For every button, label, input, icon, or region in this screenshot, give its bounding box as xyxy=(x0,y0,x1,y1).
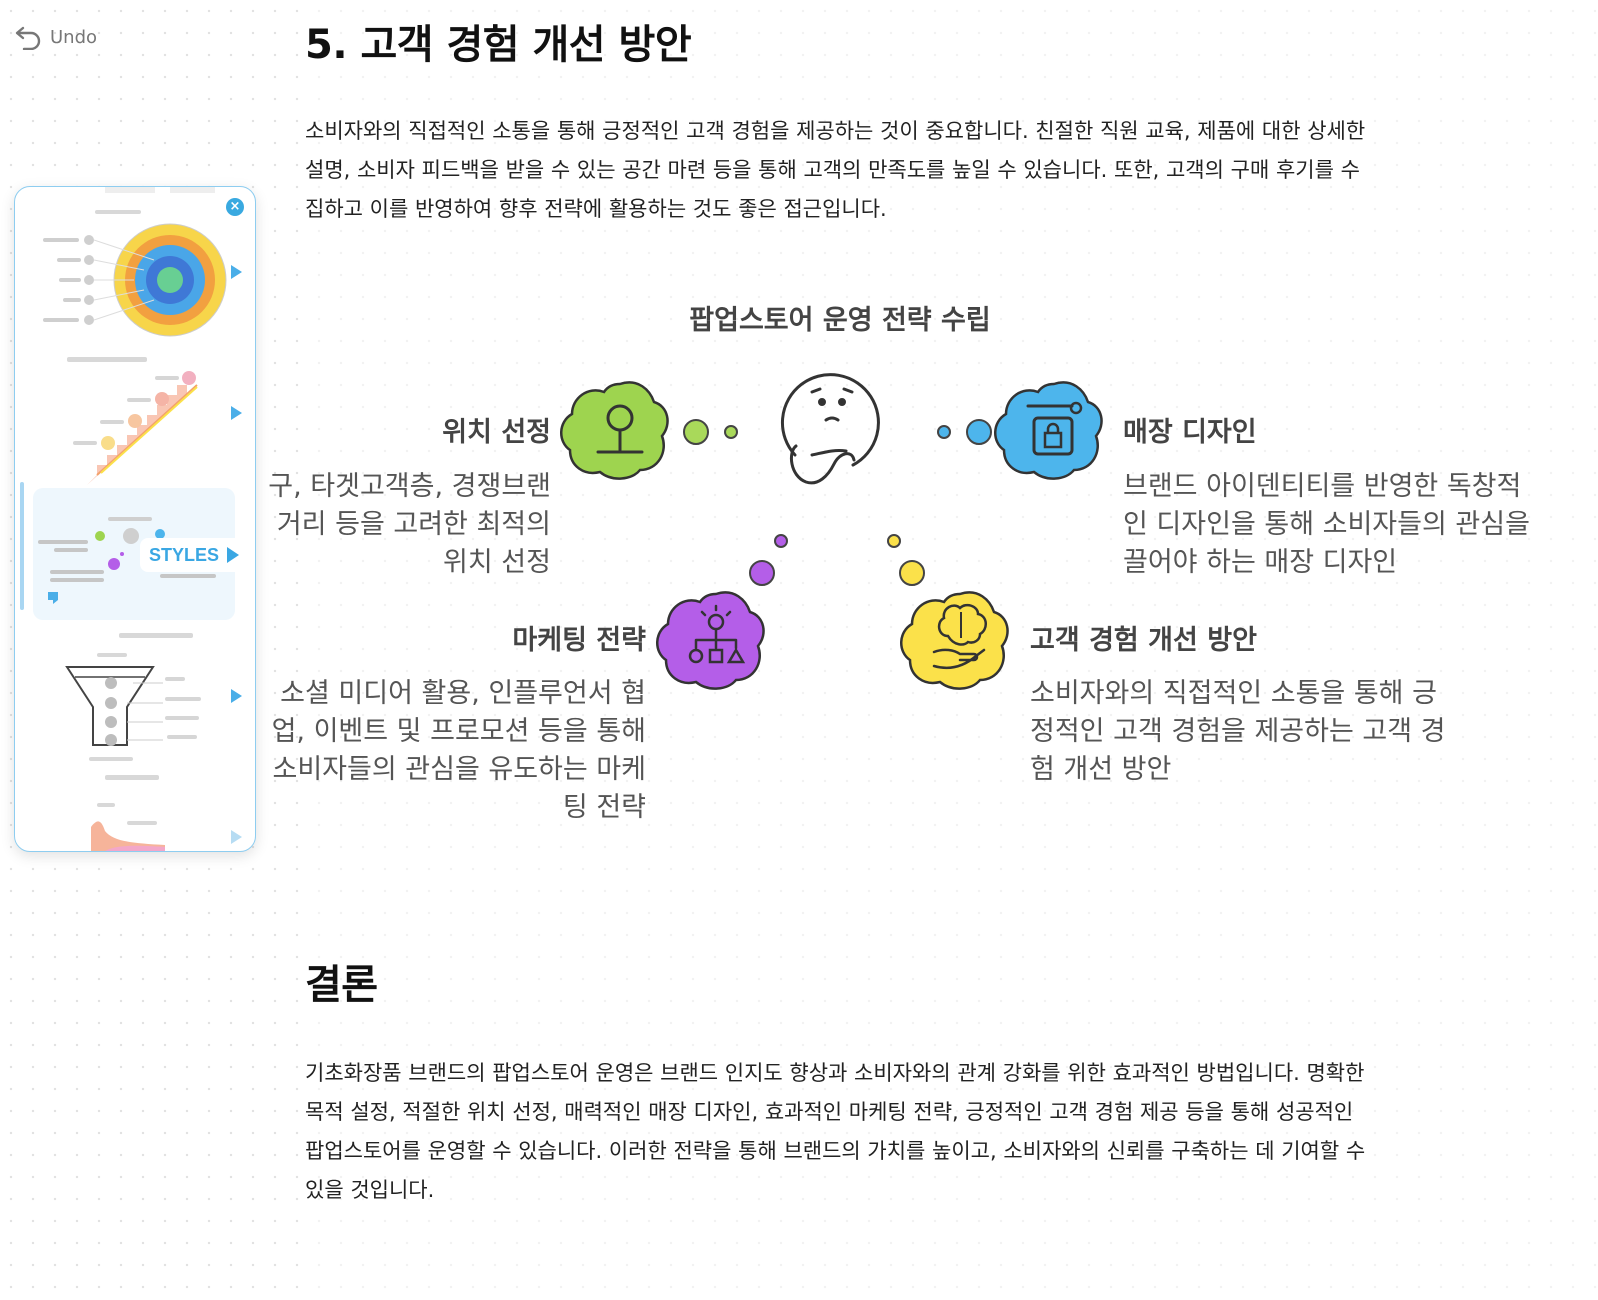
bubble-green-large xyxy=(683,419,709,445)
styles-label: STYLES xyxy=(148,544,219,565)
node-desc-store-design: 브랜드 아이덴티티를 반영한 독창적인 디자인을 통해 소비자들의 관심을 끌어… xyxy=(1123,471,1530,578)
section-heading: 5. 고객 경험 개선 방안 xyxy=(305,22,692,68)
node-title-store-design: 매장 디자인 xyxy=(1123,417,1257,448)
apply-style-arrow-4[interactable] xyxy=(231,689,242,703)
bubble-green-small xyxy=(724,425,738,439)
bubble-purple-large xyxy=(749,560,775,586)
play-icon xyxy=(227,547,239,563)
node-desc-marketing: 소셜 미디어 활용, 인플루언서 협업, 이벤트 및 프로모션 등을 통해 소비… xyxy=(271,678,646,823)
concentric-circles-thumbnail xyxy=(43,223,227,337)
idea-strategy-icon xyxy=(656,591,765,690)
thinking-face-icon xyxy=(780,373,880,485)
close-icon[interactable]: × xyxy=(226,198,244,216)
shopping-bag-sign-icon xyxy=(994,381,1103,480)
conclusion-heading: 결론 xyxy=(305,962,378,1008)
bubble-blue-large xyxy=(966,419,992,445)
apply-style-arrow-2[interactable] xyxy=(231,406,242,420)
panel-scroll-indicator[interactable] xyxy=(20,482,24,610)
area-chart-thumbnail xyxy=(91,803,165,851)
undo-button[interactable]: Undo xyxy=(14,24,97,50)
node-title-customer-experience: 고객 경험 개선 방안 xyxy=(1030,625,1257,656)
bubble-blue-small xyxy=(937,425,951,439)
node-desc-customer-experience: 소비자와의 직접적인 소통을 통해 긍정적인 고객 경험을 제공하는 고객 경험… xyxy=(1030,678,1446,785)
bubble-purple-small xyxy=(774,534,788,548)
apply-style-arrow-1[interactable] xyxy=(231,265,242,279)
bubble-yellow-small xyxy=(887,534,901,548)
staircase-thumbnail xyxy=(73,371,198,485)
undo-label: Undo xyxy=(50,26,98,48)
styles-button[interactable]: STYLES xyxy=(140,538,248,572)
diagram-title: 팝업스토어 운영 전략 수립 xyxy=(689,305,991,336)
style-thumbnails xyxy=(39,187,227,851)
brain-hand-icon xyxy=(900,591,1009,690)
bubble-yellow-large xyxy=(899,560,925,586)
funnel-thumbnail xyxy=(65,633,201,780)
undo-icon xyxy=(15,26,41,50)
node-title-marketing: 마케팅 전략 xyxy=(512,625,646,656)
node-title-location: 위치 선정 xyxy=(442,417,551,448)
section-paragraph: 소비자와의 직접적인 소통을 통해 긍정적인 고객 경험을 제공하는 것이 중요… xyxy=(305,119,1366,221)
node-desc-location: 구, 타겟고객층, 경쟁브랜거리 등을 고려한 최적의 위치 선정 xyxy=(268,471,551,578)
apply-style-arrow-5[interactable] xyxy=(231,830,242,844)
conclusion-paragraph: 기초화장품 브랜드의 팝업스토어 운영은 브랜드 인지도 향상과 소비자와의 관… xyxy=(305,1061,1366,1202)
location-pin-icon xyxy=(560,381,669,480)
